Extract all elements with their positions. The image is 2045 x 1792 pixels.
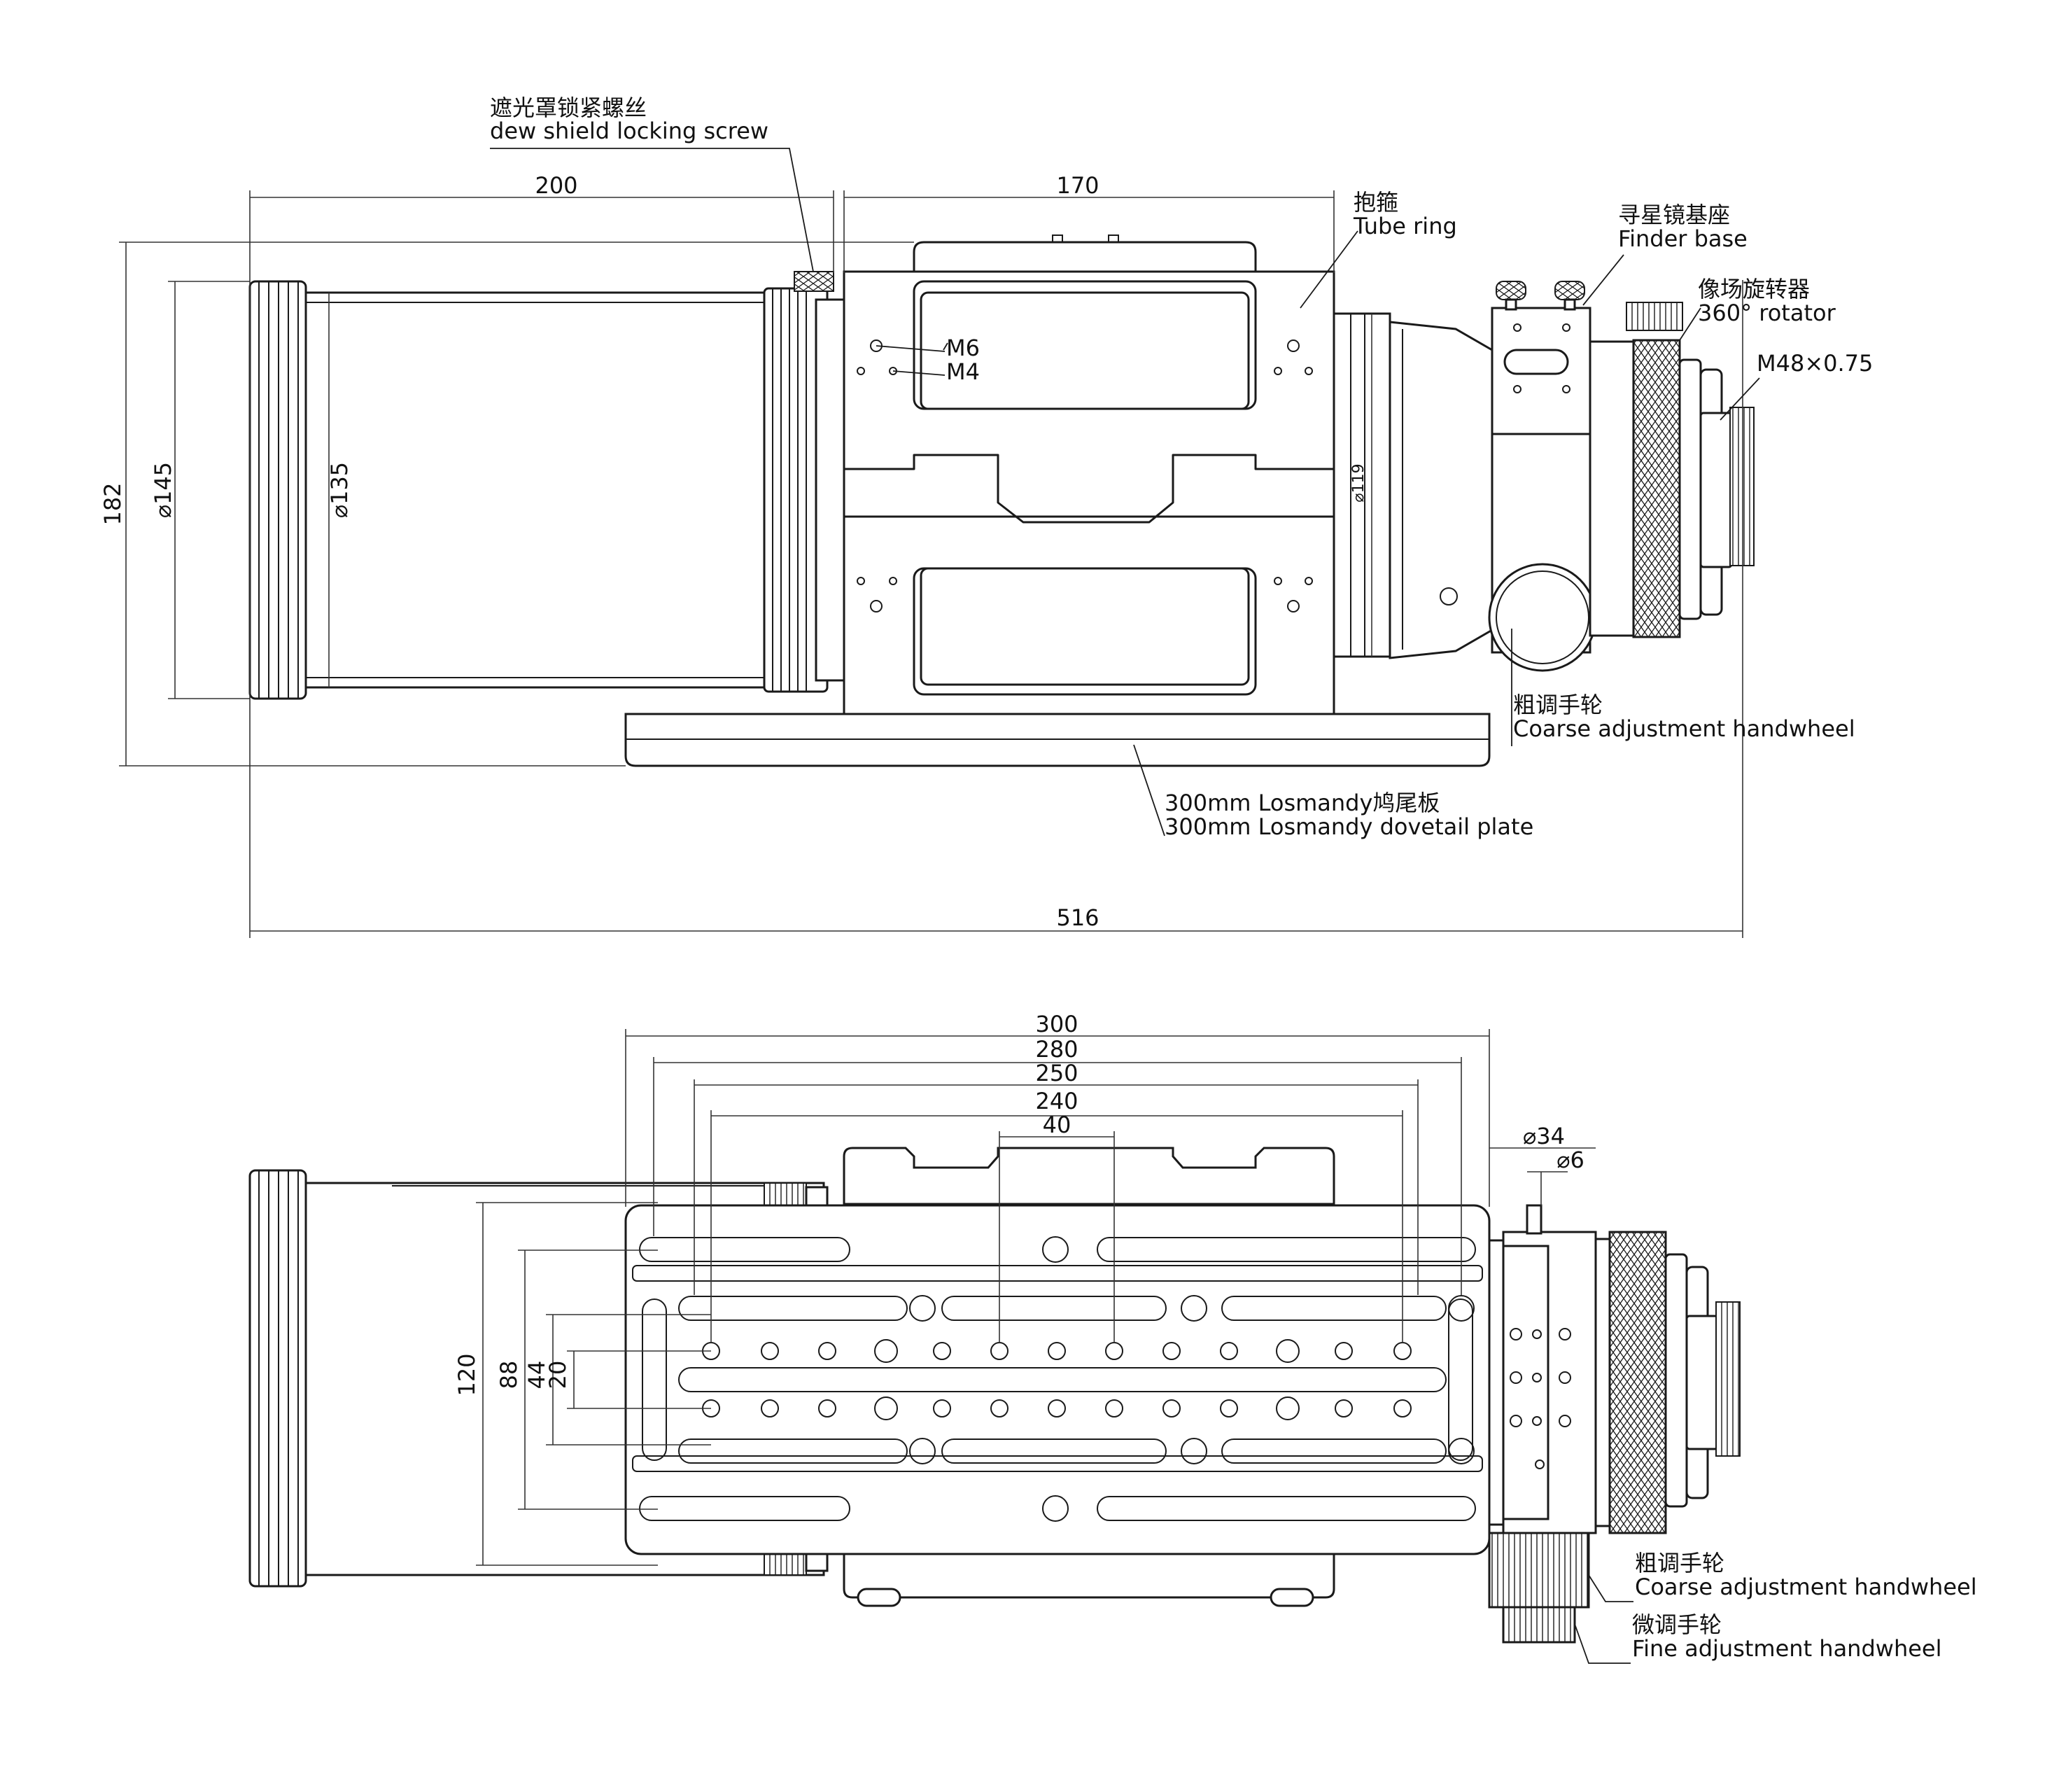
coarse-bottom-label-cn: 粗调手轮 — [1635, 1550, 1724, 1576]
dim-dia-inner: ⌀135 — [326, 462, 353, 518]
side-view: 遮光罩锁紧螺丝 dew shield locking screw 200 170… — [99, 94, 1873, 938]
finder-base — [1491, 281, 1591, 435]
dim-dia-outer: ⌀145 — [150, 462, 176, 518]
fine-leader-bottom — [1574, 1623, 1631, 1664]
dim-ring-length: 170 — [1056, 172, 1099, 199]
dim-plate-280: 280 — [1035, 1036, 1078, 1063]
dim-width-120: 120 — [454, 1353, 480, 1396]
coarse-handwheel-side — [1488, 563, 1597, 672]
coarse-bottom-label-en: Coarse adjustment handwheel — [1635, 1574, 1977, 1600]
rotator-bottom — [1608, 1231, 1741, 1534]
dim-plate-240: 240 — [1035, 1088, 1078, 1114]
fine-label-cn: 微调手轮 — [1632, 1611, 1722, 1638]
side-leaders — [490, 148, 1760, 836]
rotator — [1589, 302, 1755, 638]
bottom-view: 300 280 250 240 40 ⌀34 ⌀6 120 88 44 20 粗… — [248, 1011, 1977, 1664]
dim-knob-34: ⌀34 — [1523, 1123, 1565, 1149]
dew-screw-label-en: dew shield locking screw — [490, 118, 768, 144]
dim-dia-focuser: ⌀119 — [1350, 463, 1368, 502]
rotator-label-en: 360° rotator — [1698, 300, 1836, 326]
dim-plate-250: 250 — [1035, 1060, 1078, 1086]
tube-ring-bottom — [843, 1147, 1335, 1607]
m4-label: M4 — [946, 358, 980, 385]
dew-shield — [248, 280, 845, 700]
dim-dew-length: 200 — [535, 172, 577, 199]
rotator-label-cn: 像场旋转器 — [1698, 276, 1810, 302]
dew-shield-screw — [794, 271, 834, 292]
finder-base-label-cn: 寻星镜基座 — [1618, 202, 1730, 228]
coarse-label-cn: 粗调手轮 — [1513, 692, 1603, 718]
dim-plate-300: 300 — [1035, 1011, 1078, 1037]
tube-ring-label-cn: 抱箍 — [1354, 189, 1398, 216]
m6-label: M6 — [946, 335, 980, 361]
handwheels-bottom — [1488, 1532, 1590, 1644]
dovetail-plate-bottom — [624, 1204, 1491, 1555]
dim-width-44: 44 — [523, 1361, 550, 1390]
tube-ring-label-en: Tube ring — [1353, 213, 1457, 239]
side-dimensions — [119, 190, 1743, 938]
dim-overall: 516 — [1056, 904, 1099, 931]
thread-label: M48×0.75 — [1757, 350, 1873, 377]
dovetail-plate-side — [624, 713, 1491, 767]
dovetail-label-en: 300mm Losmandy dovetail plate — [1165, 813, 1533, 840]
dim-shaft-6: ⌀6 — [1556, 1147, 1584, 1173]
dovetail-label-cn: 300mm Losmandy鸠尾板 — [1165, 790, 1440, 816]
coarse-leader-bottom — [1588, 1574, 1633, 1602]
tube-ring — [843, 234, 1335, 715]
fine-label-en: Fine adjustment handwheel — [1632, 1635, 1941, 1662]
dim-width-88: 88 — [496, 1361, 522, 1390]
bottom-dimensions — [476, 1029, 1596, 1566]
dew-screw-label-cn: 遮光罩锁紧螺丝 — [490, 94, 647, 121]
dim-plate-40: 40 — [1043, 1112, 1071, 1138]
finder-base-label-en: Finder base — [1618, 225, 1748, 252]
focuser-bottom — [1488, 1204, 1611, 1534]
coarse-label-en: Coarse adjustment handwheel — [1513, 715, 1855, 742]
dim-height: 182 — [99, 482, 126, 525]
dim-width-20: 20 — [544, 1361, 571, 1390]
